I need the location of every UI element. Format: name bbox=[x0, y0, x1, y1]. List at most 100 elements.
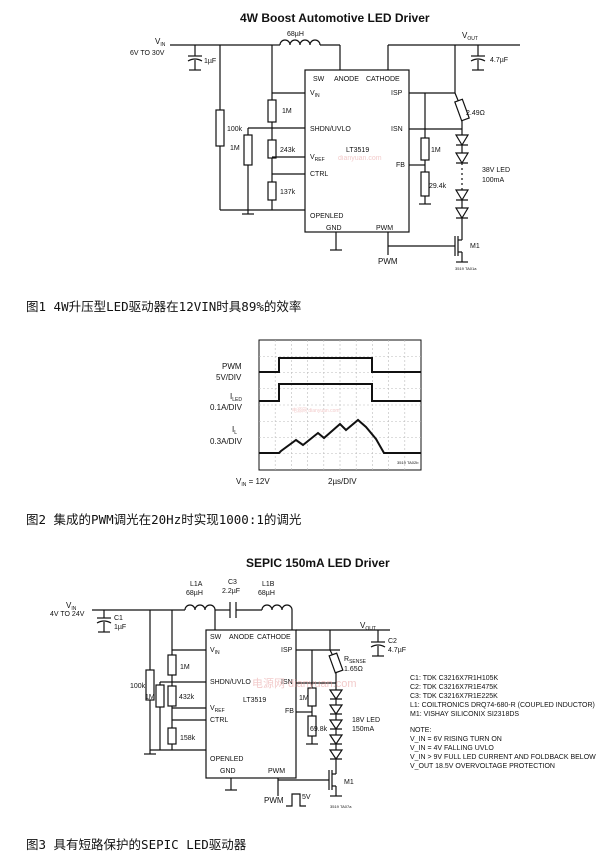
vin-label: VIN bbox=[66, 601, 77, 612]
note-line: V_IN = 6V RISING TURN ON bbox=[410, 736, 502, 743]
resistor-243k bbox=[267, 139, 277, 159]
note-line: C3: TDK C3216X7R1E225K bbox=[410, 693, 498, 700]
pin-pwm: PWM bbox=[376, 225, 393, 232]
inductor-current-trace bbox=[259, 418, 421, 454]
c2-value: 4.7µF bbox=[388, 647, 406, 654]
pin-openled: OPENLED bbox=[210, 756, 243, 763]
schematic-1-title: 4W Boost Automotive LED Driver bbox=[240, 11, 430, 25]
figure-2-pwm-dimming-waveform: PWM 5V/DIV ILED 0.1A/DIV IL 0.3A/DIV VIN… bbox=[0, 335, 600, 535]
iled-trace bbox=[259, 383, 421, 402]
note-line: V_IN = 4V FALLING UVLO bbox=[410, 745, 494, 752]
led-string-label-1: 18V LED bbox=[352, 717, 380, 724]
schematic-1: 4W Boost Automotive LED Driver VIN 6V TO… bbox=[130, 11, 520, 271]
led bbox=[328, 719, 344, 731]
resistor-1m-c bbox=[307, 687, 317, 707]
figure-code: 3519 TA01a bbox=[455, 266, 477, 271]
figure-3-caption: 图3 具有短路保护的SEPIC LED驱动器 bbox=[26, 837, 247, 852]
pin-gnd: GND bbox=[326, 225, 342, 232]
cout-value: 4.7µF bbox=[490, 57, 508, 64]
pwm-amplitude: 5V bbox=[302, 794, 311, 801]
m1-label: M1 bbox=[344, 779, 354, 786]
pin-vref: VREF bbox=[210, 705, 225, 714]
r-137k-label: 137k bbox=[280, 189, 296, 196]
pin-fb: FB bbox=[285, 708, 294, 715]
pin-isn: ISN bbox=[281, 679, 293, 686]
pin-isp: ISP bbox=[391, 90, 403, 97]
led-string-1 bbox=[454, 134, 470, 220]
resistor-29-4k bbox=[420, 171, 430, 197]
pwm-pulse-symbol bbox=[286, 793, 306, 807]
pin-anode: ANODE bbox=[229, 634, 254, 641]
resistor-rsense bbox=[328, 652, 344, 674]
figure-1-caption: 图1 4W升压型LED驱动器在12VIN时具89%的效率 bbox=[26, 299, 302, 314]
c3-value: 2.2µF bbox=[222, 588, 240, 595]
figure-1-boost-led-driver: 4W Boost Automotive LED Driver VIN 6V TO… bbox=[0, 0, 600, 314]
pin-cathode: CATHODE bbox=[257, 634, 291, 641]
led bbox=[328, 749, 344, 761]
led bbox=[454, 207, 470, 220]
note-line: C2: TDK C3216X7R1E475K bbox=[410, 684, 498, 691]
inductor-l1b bbox=[261, 604, 293, 611]
pin-sw: SW bbox=[313, 76, 325, 83]
watermark: 电源网 dianyuan.com bbox=[252, 676, 357, 690]
led-string-label-2: 150mA bbox=[352, 726, 375, 733]
component-notes: C1: TDK C3216X7R1H105K C2: TDK C3216X7R1… bbox=[410, 675, 596, 770]
r-1m-b-label: 1M bbox=[230, 145, 240, 152]
pin-cathode: CATHODE bbox=[366, 76, 400, 83]
r-100k-label: 100k bbox=[130, 683, 146, 690]
note-line: L1: COILTRONICS DRQ74-680-R (COUPLED IND… bbox=[410, 702, 595, 709]
r-sense-label: 2.49Ω bbox=[466, 110, 485, 117]
note-line: V_IN > 9V FULL LED CURRENT AND FOLDBACK … bbox=[410, 754, 596, 761]
resistor-1m-b bbox=[155, 684, 165, 708]
inductor-l1a bbox=[184, 604, 216, 611]
ic-name: LT3519 bbox=[243, 697, 266, 704]
oscilloscope-plot: PWM 5V/DIV ILED 0.1A/DIV IL 0.3A/DIV VIN… bbox=[210, 339, 422, 488]
rsense-value: 1.65Ω bbox=[344, 666, 363, 673]
cin-value: 1µF bbox=[204, 58, 216, 65]
r-158k-label: 158k bbox=[180, 735, 196, 742]
pin-vin: VIN bbox=[210, 647, 220, 656]
led bbox=[328, 704, 344, 716]
l1a-value: 68µH bbox=[186, 590, 203, 597]
pin-ctrl: CTRL bbox=[310, 171, 328, 178]
mosfet-m1 bbox=[312, 770, 342, 797]
led-string-3 bbox=[328, 689, 344, 761]
pin-openled: OPENLED bbox=[310, 213, 343, 220]
figure-code: 3519 TA07a bbox=[330, 804, 352, 809]
l1a-name: L1A bbox=[190, 581, 203, 588]
rsense-label: RSENSE bbox=[344, 656, 367, 665]
resistor-1m-a bbox=[167, 654, 177, 676]
resistor-432k bbox=[167, 685, 177, 707]
il-channel-scale: 0.3A/DIV bbox=[210, 437, 243, 446]
r-1m-a-label: 1M bbox=[180, 664, 190, 671]
r-1m-b-label: 1M bbox=[145, 694, 155, 701]
watermark: dianyuan.com bbox=[338, 155, 382, 162]
pin-fb: FB bbox=[396, 162, 405, 169]
c2-name: C2 bbox=[388, 638, 397, 645]
vin-range: 6V TO 30V bbox=[130, 50, 165, 57]
r-243k-label: 243k bbox=[280, 147, 296, 154]
pin-vref: VREF bbox=[310, 154, 325, 163]
inductor-68uh bbox=[279, 39, 321, 46]
l1b-name: L1B bbox=[262, 581, 275, 588]
resistor-158k bbox=[167, 727, 177, 745]
figure-code: 3519 TA02b bbox=[397, 460, 419, 465]
resistor-137k bbox=[267, 181, 277, 201]
pin-shdn-uvlo: SHDN/UVLO bbox=[210, 679, 251, 686]
led bbox=[454, 152, 470, 165]
r-69k-label: 69.8k bbox=[310, 726, 328, 733]
schematic-3-title: SEPIC 150mA LED Driver bbox=[246, 556, 390, 570]
lt3519-ic bbox=[304, 69, 410, 233]
vin-label: VIN bbox=[155, 37, 166, 48]
resistor-1m-c bbox=[420, 137, 430, 161]
r-1m-c-label: 1M bbox=[299, 695, 309, 702]
note-line: V_OUT 18.5V OVERVOLTAGE PROTECTION bbox=[410, 763, 555, 770]
figure-3-sepic-led-driver: SEPIC 150mA LED Driver VIN 4V TO 24V C1 … bbox=[0, 550, 600, 860]
time-scale: 2µs/DIV bbox=[328, 477, 357, 486]
vout-label: VOUT bbox=[462, 31, 478, 42]
vin-range: 4V TO 24V bbox=[50, 611, 85, 618]
mosfet-m1 bbox=[440, 236, 468, 263]
resistor-sense-2-49 bbox=[454, 98, 470, 122]
figure-2-caption: 图2 集成的PWM调光在20Hz时实现1000:1的调光 bbox=[26, 512, 302, 527]
pin-sw: SW bbox=[210, 634, 222, 641]
